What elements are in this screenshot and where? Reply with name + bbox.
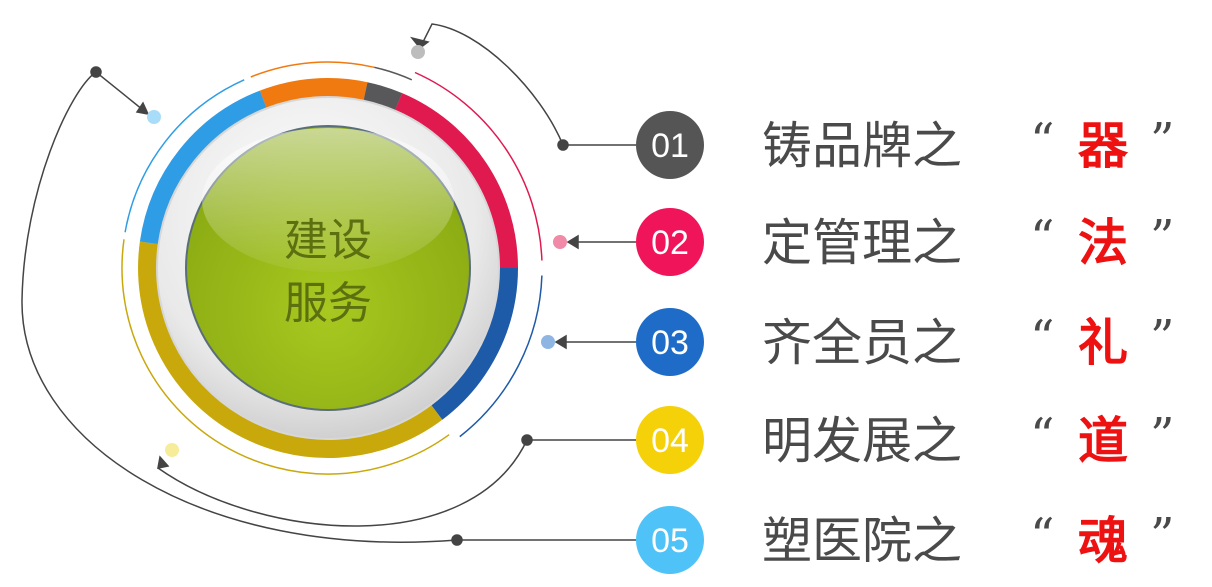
item-phrase: 明发展之: [762, 412, 962, 470]
bracket-arc-pink: [414, 71, 543, 261]
ring-segment-gray: [363, 82, 403, 110]
connector-line-6: [21, 71, 636, 543]
bracket-arc-yellow: [121, 239, 450, 475]
center-title-line1: 建设: [284, 215, 372, 266]
item-row-05: 05 塑医院之 “ 魂 ”: [636, 506, 1175, 574]
item-row-02: 02 定管理之 “ 法 ”: [636, 208, 1175, 276]
item-phrase: 铸品牌之: [762, 117, 962, 175]
number-label: 02: [651, 224, 689, 262]
ring-segment-sky: [139, 90, 267, 245]
bracket-arc-gray: [374, 66, 413, 81]
close-quote: ”: [1150, 113, 1175, 169]
connector-line-5: [157, 439, 636, 527]
arrowhead-3: [554, 334, 567, 350]
number-label: 04: [651, 422, 689, 460]
open-quote: “: [1030, 310, 1055, 366]
connector-node-2: [90, 66, 102, 78]
center-title-line2: 服务: [284, 278, 372, 329]
key-character: 礼: [1078, 314, 1128, 372]
connector-line-2: [419, 23, 564, 146]
number-badge: [636, 208, 704, 276]
key-character: 魂: [1078, 512, 1128, 570]
ring-segment-orange: [259, 78, 368, 108]
open-quote: “: [1030, 210, 1055, 266]
open-quote: “: [1030, 408, 1055, 464]
item-list: 01 铸品牌之 “ 器 ” 02 定管理之 “ 法 ” 03 齐全员之 “ 礼 ” 04 明发展之 “ 道 ” 05 塑医…: [636, 111, 1175, 574]
connector-node-1: [557, 139, 569, 151]
close-quote: ”: [1150, 408, 1175, 464]
item-row-03: 03 齐全员之 “ 礼 ”: [636, 308, 1175, 376]
item-phrase: 塑医院之: [762, 512, 962, 570]
number-label: 01: [651, 127, 689, 165]
open-quote: “: [1030, 113, 1055, 169]
item-row-01: 01 铸品牌之 “ 器 ”: [636, 111, 1175, 179]
connector-node-3: [521, 434, 533, 446]
number-label: 05: [651, 522, 689, 560]
close-quote: ”: [1150, 210, 1175, 266]
number-badge: [636, 406, 704, 474]
bracket-arc-orange: [250, 61, 375, 78]
ring-segment-pink: [395, 93, 518, 269]
number-label: 03: [651, 324, 689, 362]
close-quote: ”: [1150, 310, 1175, 366]
center-gloss: [202, 128, 454, 272]
number-badge: [636, 111, 704, 179]
marker-dot-yellow: [165, 443, 179, 457]
bracket-arc-sky: [124, 79, 245, 233]
close-quote: ”: [1150, 508, 1175, 564]
arrowhead-5: [135, 101, 150, 115]
marker-dot-gray: [411, 45, 425, 59]
ring-segment-blue: [431, 267, 518, 420]
connector-lines: [21, 23, 636, 546]
arrowhead-2: [566, 234, 579, 250]
arrowhead-4: [157, 455, 170, 469]
connector-node-4: [451, 534, 463, 546]
number-badge: [636, 308, 704, 376]
marker-dot-blue: [541, 335, 555, 349]
item-phrase: 定管理之: [762, 214, 962, 272]
ring-segment-yellow: [138, 241, 443, 458]
marker-dot-pink: [553, 235, 567, 249]
key-character: 器: [1078, 117, 1129, 175]
bracket-arc-blue: [459, 275, 543, 438]
key-character: 法: [1078, 214, 1128, 272]
arrowhead-1: [410, 36, 430, 50]
key-character: 道: [1078, 412, 1128, 470]
open-quote: “: [1030, 508, 1055, 564]
outer-bracket-arcs: [121, 45, 567, 475]
item-row-04: 04 明发展之 “ 道 ”: [636, 406, 1175, 474]
marker-dot-sky: [147, 110, 161, 124]
number-badge: [636, 506, 704, 574]
item-phrase: 齐全员之: [762, 314, 962, 372]
